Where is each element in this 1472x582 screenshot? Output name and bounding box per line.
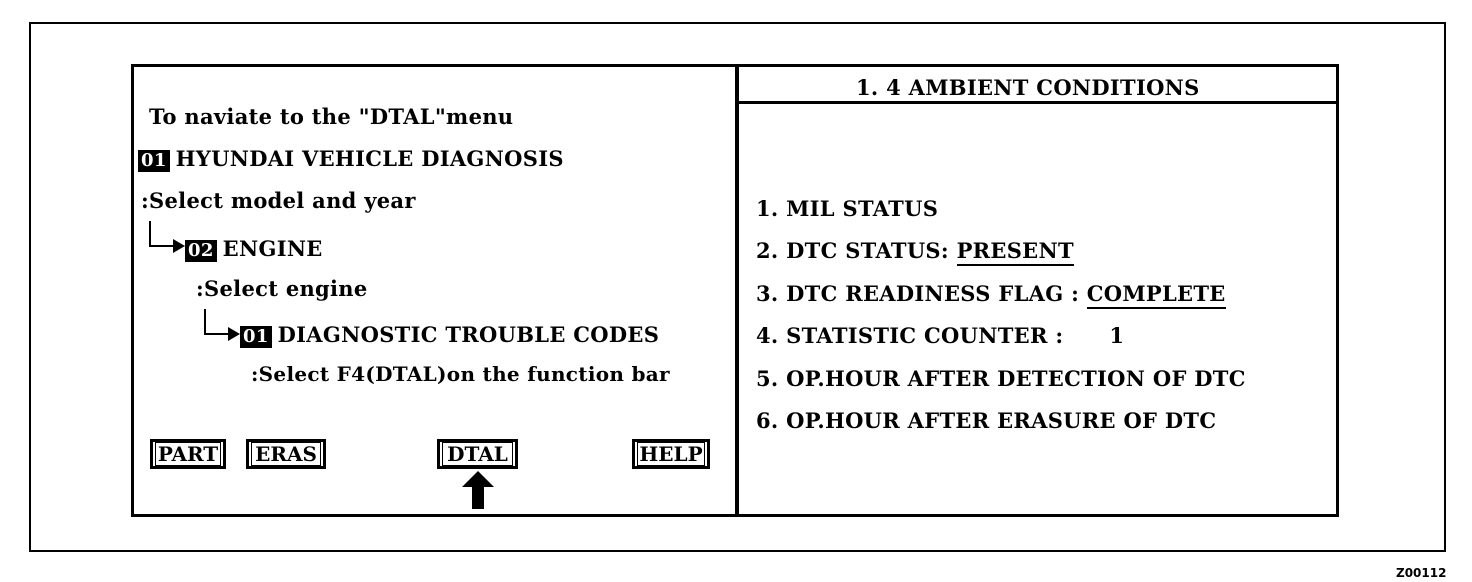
key-label: ERAS bbox=[251, 442, 321, 466]
dtc-status-value: PRESENT bbox=[956, 238, 1074, 266]
step-label: ENGINE bbox=[222, 236, 323, 261]
step-label: HYUNDAI VEHICLE DIAGNOSIS bbox=[175, 146, 564, 171]
op-hour-erasure-row: 6. OP.HOUR AFTER ERASURE OF DTC bbox=[756, 408, 1217, 433]
row-label: 2. DTC STATUS: bbox=[756, 238, 957, 263]
step-note-function-bar: :Select F4(DTAL)on the function bar bbox=[251, 362, 670, 386]
readiness-flag-row: 3. DTC READINESS FLAG : COMPLETE bbox=[756, 281, 1226, 309]
key-label: DTAL bbox=[442, 442, 513, 466]
figure-frame bbox=[29, 22, 1446, 552]
help-function-key[interactable]: HELP bbox=[632, 439, 710, 469]
dtal-function-key[interactable]: DTAL bbox=[437, 439, 518, 469]
row-label: 4. STATISTIC COUNTER : bbox=[756, 323, 1064, 348]
row-label: 3. DTC READINESS FLAG : bbox=[756, 281, 1087, 306]
statistic-counter-value: 1 bbox=[1109, 323, 1125, 348]
step-code-badge: 01 bbox=[240, 326, 272, 348]
step-label: DIAGNOSTIC TROUBLE CODES bbox=[277, 322, 660, 347]
title-underline bbox=[735, 101, 1339, 104]
step-note-engine: :Select engine bbox=[196, 276, 368, 301]
key-label: PART bbox=[155, 442, 221, 466]
up-arrow-icon bbox=[462, 471, 494, 509]
intro-text: To naviate to the "DTAL"menu bbox=[149, 104, 514, 129]
figure-reference: Z00112 bbox=[1396, 566, 1447, 580]
dtc-status-row: 2. DTC STATUS: PRESENT bbox=[756, 238, 1074, 266]
panel-divider bbox=[735, 64, 739, 517]
step-note-model: :Select model and year bbox=[141, 188, 416, 213]
panel-title: 1. 4 AMBIENT CONDITIONS bbox=[856, 75, 1200, 100]
eras-function-key[interactable]: ERAS bbox=[246, 439, 326, 469]
part-function-key[interactable]: PART bbox=[150, 439, 226, 469]
key-label: HELP bbox=[637, 442, 705, 466]
step-code-badge: 01 bbox=[138, 150, 170, 172]
readiness-flag-value: COMPLETE bbox=[1086, 281, 1226, 309]
statistic-counter-row: 4. STATISTIC COUNTER : 1 bbox=[756, 323, 1124, 348]
op-hour-detection-row: 5. OP.HOUR AFTER DETECTION OF DTC bbox=[756, 366, 1246, 391]
step-code-badge: 02 bbox=[185, 240, 217, 262]
mil-status-row: 1. MIL STATUS bbox=[756, 196, 939, 221]
